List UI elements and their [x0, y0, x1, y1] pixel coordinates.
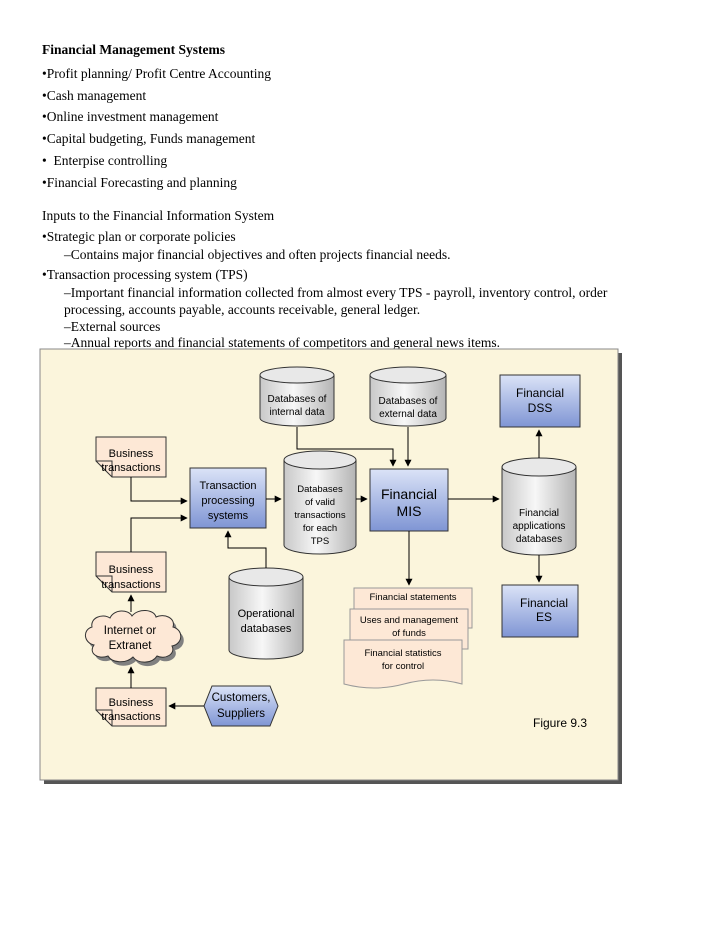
report-uses-line2: of funds: [392, 628, 426, 639]
system-item: •Financial Forecasting and planning: [42, 174, 237, 191]
fin-es-line2: ES: [536, 610, 552, 624]
report-financial-statements: Financial statements: [369, 592, 456, 603]
fin-dss-line2: DSS: [528, 401, 553, 415]
financial-applications-database: Financial applications databases: [501, 457, 577, 556]
fin-apps-line1: Financial: [519, 508, 559, 519]
op-db-line2: databases: [241, 623, 292, 635]
fin-apps-line3: databases: [516, 534, 562, 545]
bullet: •: [42, 175, 47, 190]
operational-database: Operational databases: [228, 567, 304, 660]
fin-apps-line2: applications: [513, 521, 566, 532]
input-subitem: –Important financial information collect…: [64, 285, 608, 300]
db-external-line2: external data: [379, 409, 437, 420]
system-item: •Cash management: [42, 87, 146, 104]
customers-line2: Suppliers: [217, 708, 265, 720]
arrow-bt1-to-tps: [130, 477, 188, 505]
bullet: •: [42, 229, 47, 244]
input-subitem: –Annual reports and financial statements…: [64, 335, 500, 350]
input-subitem: –External sources: [64, 319, 161, 334]
tps-line2: processing: [201, 495, 254, 507]
internal-data-database: Databases of internal data: [259, 366, 335, 427]
tps-line1: Transaction: [199, 480, 256, 492]
business-transactions-doc-3: Business transactions: [95, 687, 167, 727]
arrow-opdb-to-tps: [224, 530, 267, 568]
input-label: Strategic plan or corporate policies: [46, 229, 236, 244]
internet-extranet-cloud: Internet or Extranet: [85, 610, 184, 667]
input-subitem: –Contains major financial objectives and…: [64, 247, 451, 262]
input-item: •Strategic plan or corporate policies: [42, 228, 236, 245]
fin-mis-line1: Financial: [381, 486, 437, 502]
financial-reports-stack: Financial statements Uses and management…: [343, 587, 473, 689]
db-valid-line2: of valid: [305, 497, 335, 508]
financial-es-box: Financial ES: [501, 584, 579, 638]
bt3-line2: transactions: [101, 711, 161, 723]
financial-dss-box: Financial DSS: [499, 374, 581, 428]
arrow-internal-to-mis: [296, 427, 397, 467]
customers-suppliers-node: Customers, Suppliers: [203, 685, 279, 727]
fin-mis-line2: MIS: [397, 503, 422, 519]
customers-line1: Customers,: [212, 692, 271, 704]
figure-caption: Figure 9.3: [533, 716, 587, 730]
system-label: Cash management: [46, 88, 147, 103]
bt2-line2: transactions: [101, 579, 161, 591]
tps-line3: systems: [208, 510, 249, 522]
system-label: Online investment management: [46, 109, 219, 124]
bt1-line2: transactions: [101, 462, 161, 474]
report-stats-line2: for control: [382, 661, 424, 672]
financial-mis-box: Financial MIS: [369, 468, 449, 532]
input-item: •Transaction processing system (TPS): [42, 266, 248, 283]
input-subitem-cont: processing, accounts payable, accounts r…: [64, 302, 421, 317]
db-valid-line4: for each: [303, 523, 337, 534]
db-internal-line2: internal data: [269, 407, 324, 418]
valid-transactions-database: Databases of valid transactions for each…: [283, 450, 357, 555]
tps-box: Transaction processing systems: [189, 467, 267, 529]
bullet: •: [42, 153, 47, 168]
business-transactions-doc-2: Business transactions: [95, 551, 167, 593]
db-valid-line1: Databases: [297, 484, 343, 495]
external-data-database: Databases of external data: [369, 366, 447, 427]
fin-dss-line1: Financial: [516, 386, 564, 400]
bullet: •: [42, 131, 47, 146]
bullet: •: [42, 109, 47, 124]
bullet: •: [42, 267, 47, 282]
system-label: Capital budgeting, Funds management: [46, 131, 256, 146]
internet-line2: Extranet: [109, 640, 153, 652]
internet-line1: Internet or: [104, 625, 157, 637]
system-item: •Profit planning/ Profit Centre Accounti…: [42, 65, 271, 82]
db-valid-line3: transactions: [294, 510, 345, 521]
bullet: •: [42, 88, 47, 103]
business-transactions-doc-1: Business transactions: [95, 436, 167, 478]
bt3-line1: Business: [109, 697, 154, 709]
system-item: • Enterpise controlling: [42, 152, 167, 169]
op-db-line1: Operational: [238, 608, 295, 620]
report-uses-line1: Uses and management: [360, 615, 459, 626]
page-title: Financial Management Systems: [42, 42, 225, 57]
system-item: •Online investment management: [42, 108, 218, 125]
system-label: Profit planning/ Profit Centre Accountin…: [46, 66, 271, 81]
bullet: •: [42, 66, 47, 81]
db-internal-line1: Databases of: [268, 394, 327, 405]
arrow-bt2-to-tps: [130, 514, 188, 552]
bt1-line1: Business: [109, 448, 154, 460]
system-label: Enterpise controlling: [46, 153, 168, 168]
bt2-line1: Business: [109, 564, 154, 576]
db-valid-line5: TPS: [311, 536, 329, 547]
system-label: Financial Forecasting and planning: [46, 175, 237, 190]
system-item: •Capital budgeting, Funds management: [42, 130, 255, 147]
fin-es-line1: Financial: [520, 596, 568, 610]
inputs-heading: Inputs to the Financial Information Syst…: [42, 208, 275, 223]
report-stats-line1: Financial statistics: [364, 648, 441, 659]
input-label: Transaction processing system (TPS): [46, 267, 248, 282]
db-external-line1: Databases of: [379, 396, 438, 407]
